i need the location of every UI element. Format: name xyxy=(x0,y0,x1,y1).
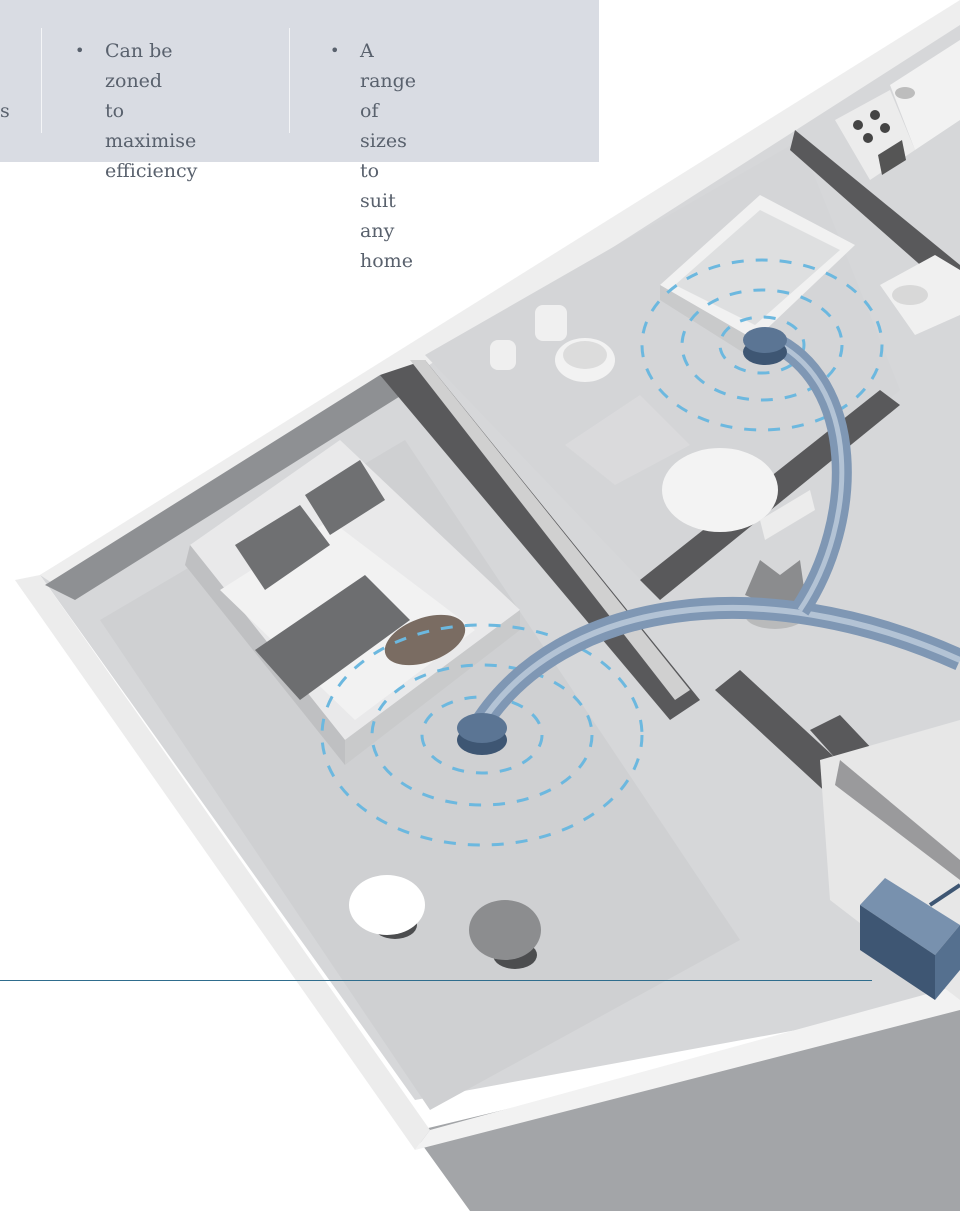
horizontal-rule xyxy=(0,980,872,981)
feature-text: A range of sizes to suit any home xyxy=(360,36,416,276)
toilet-paper xyxy=(490,340,516,370)
vent-bathroom xyxy=(743,327,787,365)
bullet: • xyxy=(75,36,84,66)
bullet: • xyxy=(330,36,339,66)
divider xyxy=(41,28,42,133)
feature-text: Can be zoned to maximise efficiency xyxy=(105,36,197,186)
vent-bedroom xyxy=(457,713,507,755)
divider xyxy=(289,28,290,133)
features-panel: s • Can be zoned to maximise efficiency … xyxy=(0,0,599,162)
feature-text: s xyxy=(0,96,10,126)
